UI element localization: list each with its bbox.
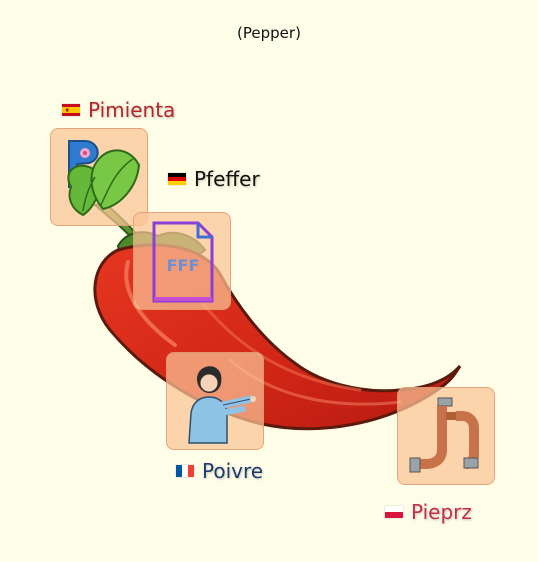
spain-flag-icon bbox=[62, 104, 80, 116]
card-french bbox=[166, 352, 264, 450]
germany-flag-icon bbox=[168, 173, 186, 185]
poland-flag-icon bbox=[385, 506, 403, 518]
fff-file-icon: FFF bbox=[152, 221, 214, 303]
copper-pipes-icon bbox=[409, 397, 479, 473]
p-letter-leaves-icon bbox=[67, 140, 141, 217]
card-spanish bbox=[50, 128, 148, 226]
person-pointing-icon bbox=[188, 366, 256, 444]
label-spanish: Pimienta bbox=[62, 98, 175, 122]
word-spanish: Pimienta bbox=[88, 98, 176, 122]
svg-text:FFF: FFF bbox=[167, 256, 200, 275]
word-german: Pfeffer bbox=[194, 167, 260, 191]
label-polish: Pieprz bbox=[385, 500, 472, 524]
page-title: (Pepper) bbox=[237, 24, 301, 42]
label-german: Pfeffer bbox=[168, 167, 260, 191]
card-polish bbox=[397, 387, 495, 485]
label-french: Poivre bbox=[176, 459, 263, 483]
card-german: FFF bbox=[133, 212, 231, 310]
france-flag-icon bbox=[176, 465, 194, 477]
word-polish: Pieprz bbox=[411, 500, 472, 524]
word-french: Poivre bbox=[202, 459, 264, 483]
